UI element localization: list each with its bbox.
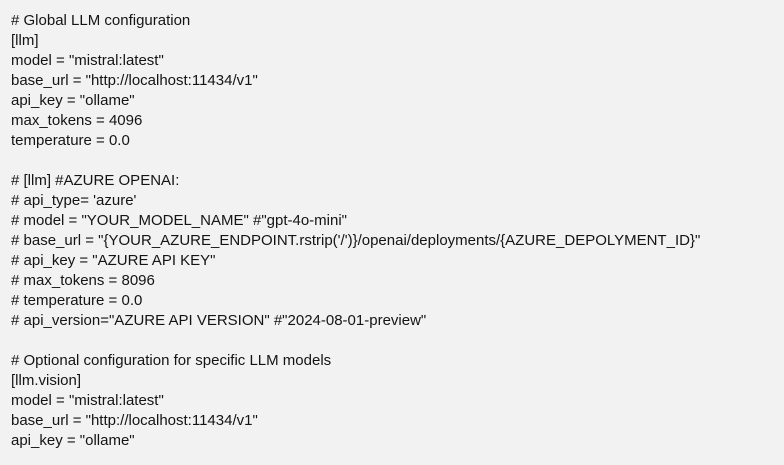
comment-api-key: # api_key = "AZURE API KEY" bbox=[11, 252, 216, 269]
vision-entry-api-key: api_key = "ollame" bbox=[11, 432, 135, 449]
config-entry-max-tokens: max_tokens = 4096 bbox=[11, 112, 143, 129]
section-header-llm-vision: [llm.vision] bbox=[11, 372, 82, 389]
blank-line bbox=[11, 151, 784, 171]
comment-optional-config: # Optional configuration for specific LL… bbox=[11, 352, 332, 369]
config-entry-base-url: base_url = "http://localhost:11434/v1" bbox=[11, 72, 258, 89]
comment-model: # model = "YOUR_MODEL_NAME" #"gpt-4o-min… bbox=[11, 212, 347, 229]
comment-api-type: # api_type= 'azure' bbox=[11, 192, 137, 209]
comment-azure-openai: # [llm] #AZURE OPENAI: bbox=[11, 172, 180, 189]
config-entry-api-key: api_key = "ollame" bbox=[11, 92, 135, 109]
comment-max-tokens: # max_tokens = 8096 bbox=[11, 272, 155, 289]
config-entry-temperature: temperature = 0.0 bbox=[11, 132, 130, 149]
blank-line bbox=[11, 331, 784, 351]
config-entry-model: model = "mistral:latest" bbox=[11, 52, 164, 69]
comment-global-llm: # Global LLM configuration bbox=[11, 12, 191, 29]
comment-temperature: # temperature = 0.0 bbox=[11, 292, 143, 309]
vision-entry-model: model = "mistral:latest" bbox=[11, 392, 164, 409]
comment-base-url: # base_url = "{YOUR_AZURE_ENDPOINT.rstri… bbox=[11, 232, 701, 249]
vision-entry-base-url: base_url = "http://localhost:11434/v1" bbox=[11, 412, 258, 429]
comment-api-version: # api_version="AZURE API VERSION" #"2024… bbox=[11, 312, 427, 329]
section-header-llm: [llm] bbox=[11, 32, 39, 49]
